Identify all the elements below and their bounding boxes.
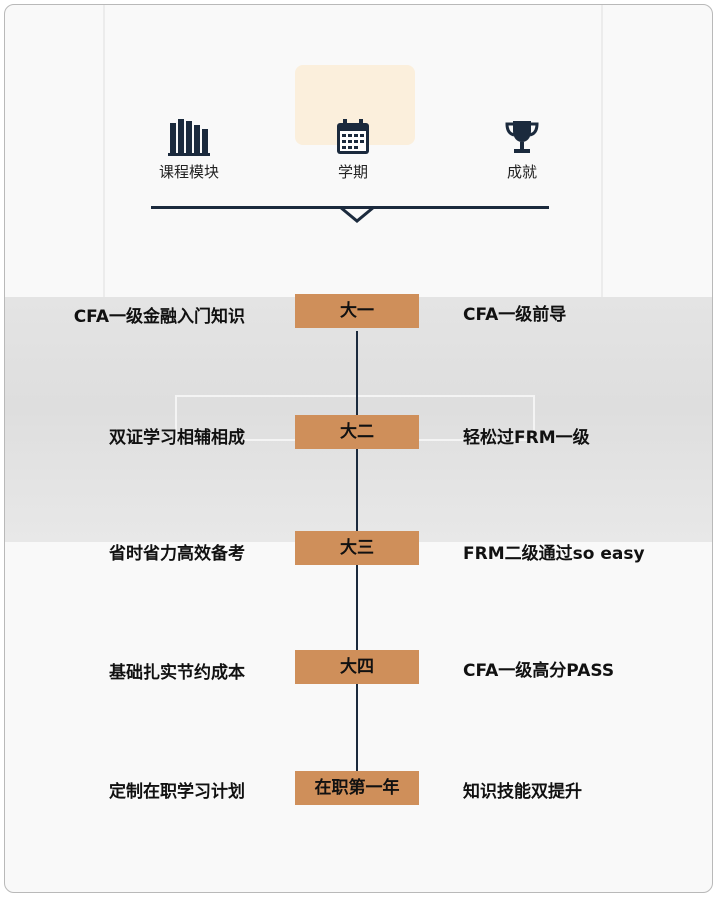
timeline-goal: CFA一级金融入门知识 [73, 307, 245, 327]
timeline-term-badge: 大二 [295, 415, 419, 449]
pointer-notch [339, 207, 375, 223]
header-item-modules: 课程模块 [129, 117, 249, 182]
infographic-frame: 课程模块 学期 成就 CFA一级金融入门知识 [4, 4, 713, 893]
timeline-outcome: 轻松过FRM一级 [463, 428, 590, 448]
header-item-achievement: 成就 [462, 117, 582, 182]
books-icon [168, 119, 210, 156]
background-divider [601, 5, 603, 297]
timeline-term-badge: 大四 [295, 650, 419, 684]
timeline-goal: 省时省力高效备考 [109, 544, 245, 564]
timeline-goal: 基础扎实节约成本 [109, 663, 245, 683]
timeline-outcome: CFA一级前导 [463, 305, 567, 325]
timeline-outcome: CFA一级高分PASS [463, 661, 615, 681]
header-label: 课程模块 [158, 163, 219, 181]
trophy-icon [505, 121, 539, 153]
timeline-outcome: 知识技能双提升 [463, 782, 582, 802]
header-divider [151, 206, 549, 209]
header-label: 学期 [337, 163, 368, 181]
header-item-term: 学期 [293, 117, 413, 182]
timeline-term-badge: 大一 [295, 294, 419, 328]
calendar-icon [337, 119, 369, 154]
timeline-goal: 双证学习相辅相成 [109, 428, 245, 448]
timeline-goal: 定制在职学习计划 [109, 782, 245, 802]
header-label: 成就 [506, 163, 537, 181]
timeline-outcome: FRM二级通过so easy [463, 544, 645, 564]
background-divider [103, 5, 105, 297]
timeline-term-badge: 大三 [295, 531, 419, 565]
timeline-term-badge: 在职第一年 [295, 771, 419, 805]
